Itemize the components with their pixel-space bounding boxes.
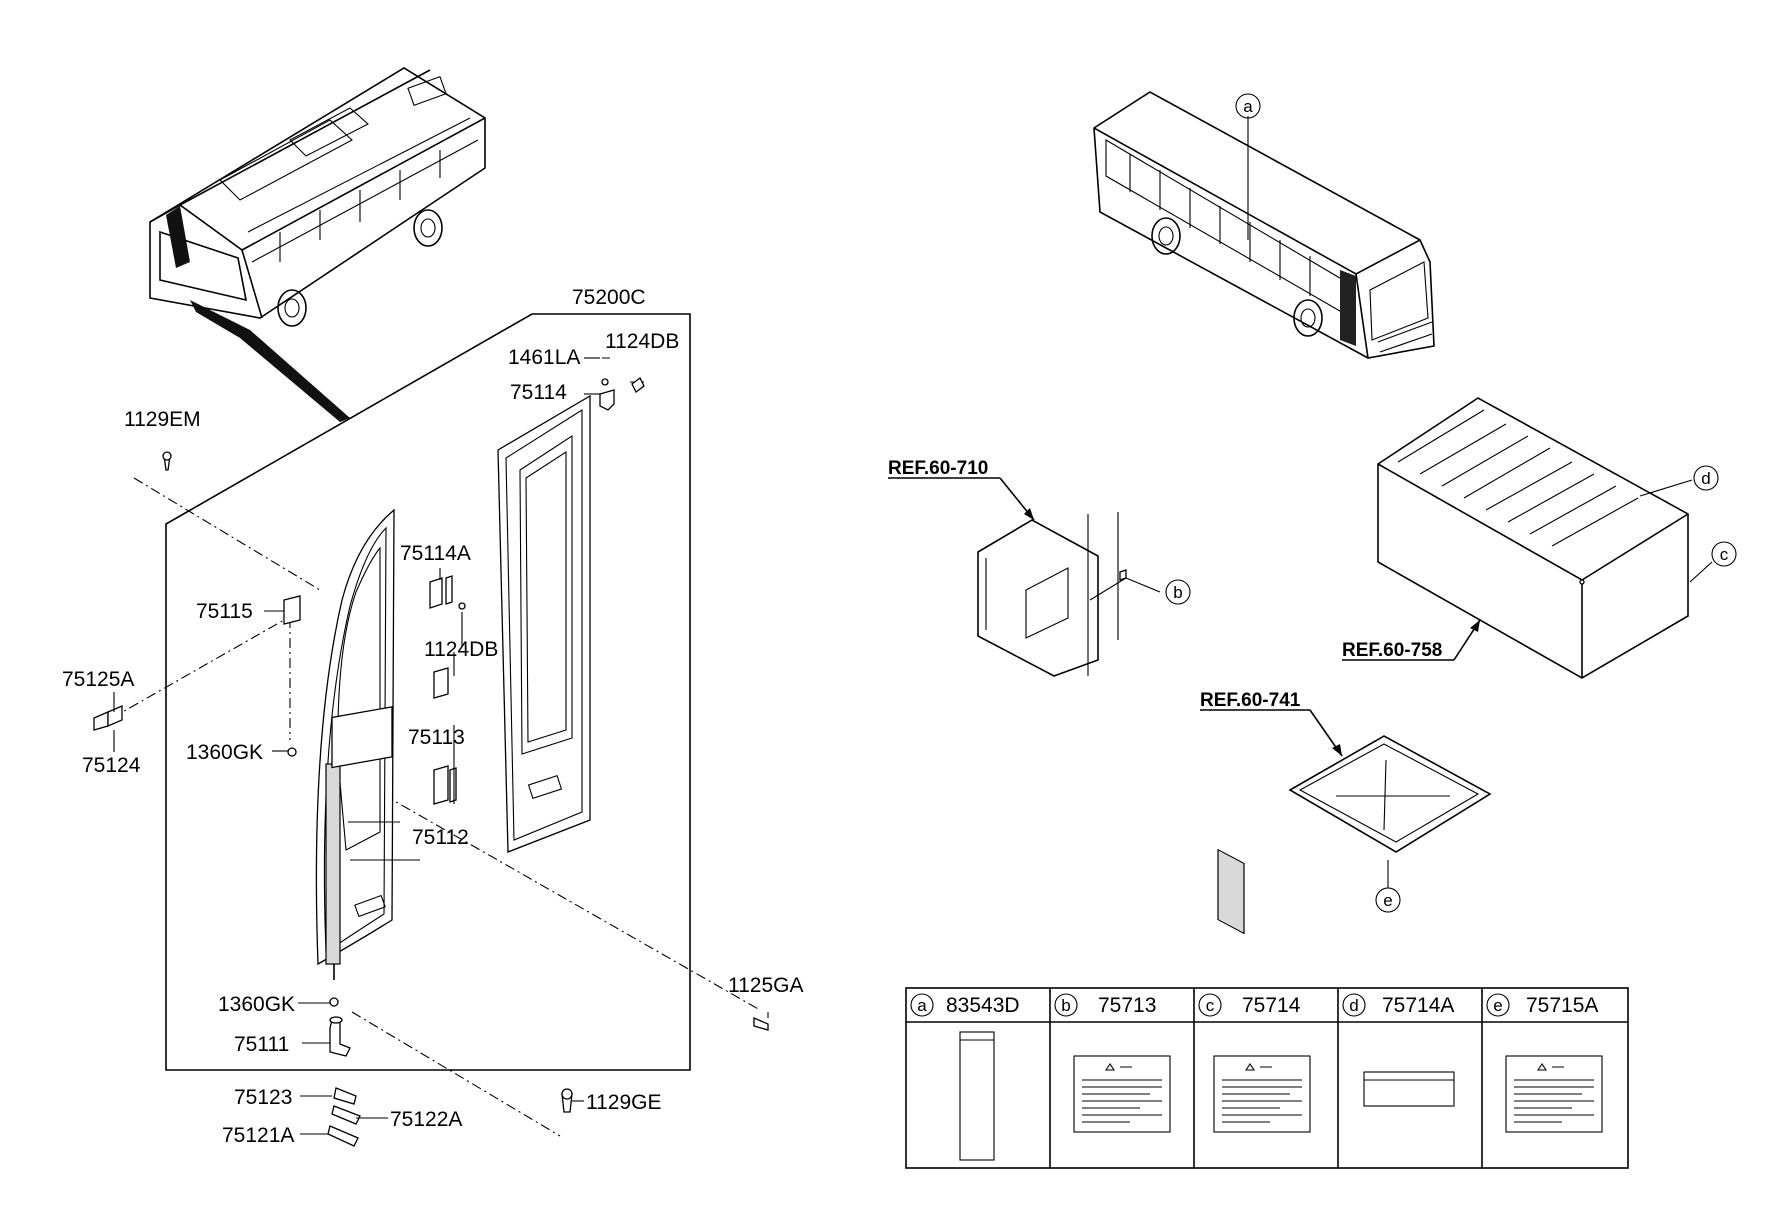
table-header-e: e 75715A <box>1486 993 1598 1017</box>
table-header-d: d 75714A <box>1342 993 1454 1017</box>
label-1129EM: 1129EM <box>124 408 201 431</box>
label-1360GK-mid: 1360GK <box>186 741 263 764</box>
svg-text:75714: 75714 <box>1242 994 1301 1017</box>
svg-text:e: e <box>1493 996 1502 1015</box>
table-header-c: c 75714 <box>1198 993 1301 1017</box>
label-icon-e <box>1505 1055 1603 1133</box>
label-75121A: 75121A <box>222 1124 294 1147</box>
svg-text:83543D: 83543D <box>946 994 1020 1017</box>
svg-text:75713: 75713 <box>1098 994 1156 1017</box>
part-labels: 75200C 1461LA 1124DB 75114 1129EM 75114A… <box>62 286 804 1147</box>
label-75111: 75111 <box>234 1033 289 1056</box>
box-ref-758: REF.60-758 <box>1342 397 1689 679</box>
callout-c: c <box>1689 541 1737 583</box>
label-75114A: 75114A <box>400 542 471 565</box>
ref-60-710: REF.60-710 <box>888 458 988 479</box>
label-1129GE: 1129GE <box>586 1091 662 1114</box>
callout-e: e <box>1375 860 1401 913</box>
door-assembly-frame <box>165 313 691 1071</box>
label-75200C: 75200C <box>572 286 646 309</box>
callout-a: a <box>1235 93 1261 119</box>
door-panel-rear <box>497 394 591 853</box>
label-75114: 75114 <box>510 381 567 404</box>
svg-text:75714A: 75714A <box>1382 994 1454 1017</box>
bus-illustration-side <box>1093 91 1435 935</box>
door-panel-front <box>315 508 395 980</box>
ref-60-741: REF.60-741 <box>1200 690 1301 711</box>
callout-d: d <box>1639 465 1719 497</box>
label-75112: 75112 <box>412 826 469 849</box>
ref-60-758: REF.60-758 <box>1342 640 1442 661</box>
label-table: a 83543D b 75713 c 75714 d 75714A e 7571… <box>905 987 1629 1169</box>
svg-text:c: c <box>1206 996 1215 1015</box>
small-parts <box>93 377 769 1147</box>
label-75122A: 75122A <box>390 1108 462 1131</box>
part-leaders <box>113 357 769 1135</box>
svg-text:a: a <box>1243 97 1253 116</box>
svg-text:c: c <box>1720 545 1729 564</box>
table-header-a: a 83543D <box>910 993 1020 1017</box>
label-75115: 75115 <box>196 600 253 623</box>
svg-text:d: d <box>1701 469 1710 488</box>
callout-b: b <box>1165 579 1191 605</box>
label-icon-d <box>1363 1071 1455 1107</box>
label-icon-c <box>1213 1055 1311 1133</box>
label-icon-b <box>1073 1055 1171 1133</box>
label-75125A: 75125A <box>62 668 134 691</box>
svg-text:d: d <box>1349 996 1358 1015</box>
svg-text:b: b <box>1173 583 1182 602</box>
label-75124: 75124 <box>82 754 141 777</box>
svg-text:b: b <box>1061 996 1070 1015</box>
hatch-ref-741: REF.60-741 <box>1200 690 1492 853</box>
label-icon-a <box>959 1031 995 1161</box>
svg-text:75715A: 75715A <box>1526 994 1598 1017</box>
label-1360GK-bot: 1360GK <box>218 993 295 1016</box>
label-1125GA: 1125GA <box>728 974 804 997</box>
bus-illustration-front <box>149 67 486 422</box>
label-1124DB-mid: 1124DB <box>424 638 498 661</box>
label-1461LA: 1461LA <box>508 346 580 369</box>
compartment-ref-710: REF.60-710 <box>888 458 1161 677</box>
svg-text:a: a <box>917 996 927 1015</box>
table-header-b: b 75713 <box>1054 993 1156 1017</box>
label-75123: 75123 <box>234 1086 292 1109</box>
svg-text:e: e <box>1383 891 1392 910</box>
label-75113: 75113 <box>408 726 465 749</box>
label-1124DB-top: 1124DB <box>605 330 679 353</box>
